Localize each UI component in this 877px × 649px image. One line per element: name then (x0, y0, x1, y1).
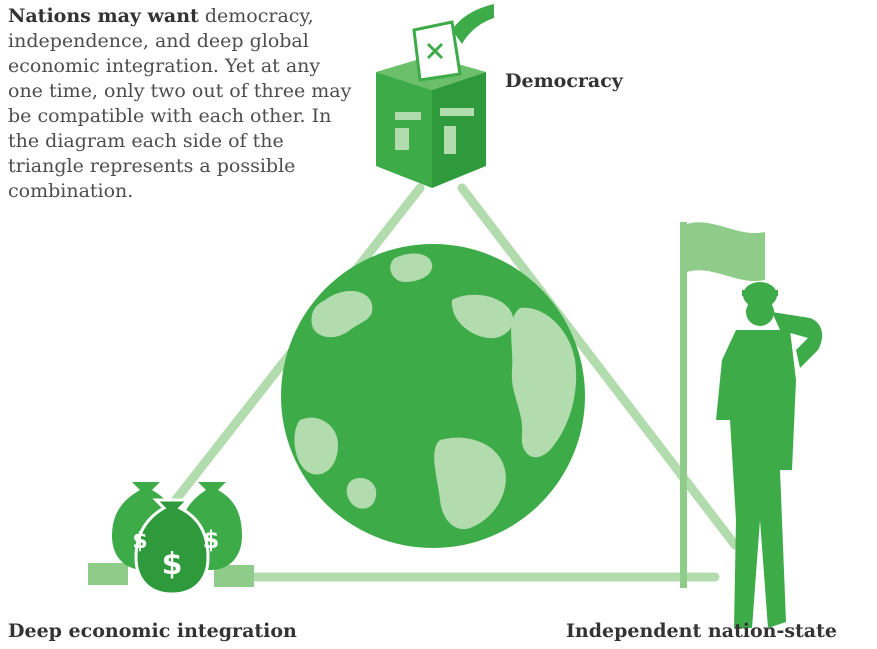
intro-lead: Nations may want (8, 5, 199, 27)
label-deep-economic-integration: Deep economic integration (8, 620, 297, 642)
label-independent-nation-state: Independent nation-state (566, 620, 837, 642)
ballot-box-icon (376, 4, 494, 188)
edge-democracy-independent (457, 183, 740, 550)
dollar-symbol: $ (203, 526, 220, 554)
dollar-symbol: $ (162, 547, 183, 582)
globe-icon (281, 244, 585, 548)
saluting-soldier-flag-icon (680, 222, 823, 628)
dollar-symbol: $ (132, 529, 147, 554)
intro-body: democracy, independence, and deep global… (8, 5, 352, 202)
label-democracy: Democracy (505, 70, 623, 92)
money-bags-icon: $ $ $ (88, 482, 254, 596)
intro-text: Nations may want democracy, independence… (8, 4, 358, 204)
